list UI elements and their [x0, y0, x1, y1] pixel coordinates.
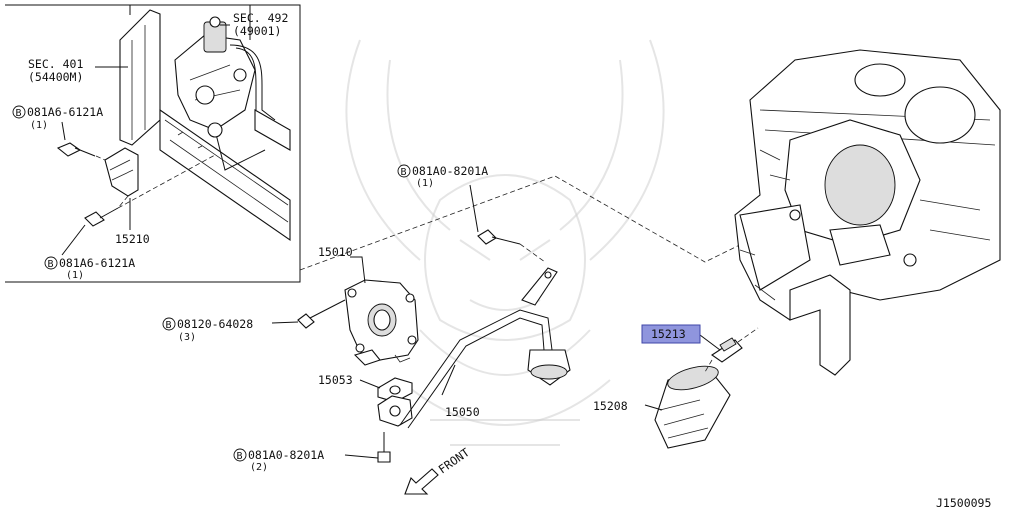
part-15213-highlight[interactable]: 15213	[641, 324, 701, 344]
sec401-label: SEC. 401	[28, 57, 83, 71]
bolt-a-top-label: 081A6-6121A	[27, 105, 103, 119]
bolt-callout-081a0-top[interactable]: B 081A0-8201A (1)	[397, 164, 488, 189]
gasket-drawing	[377, 377, 413, 403]
bolt-08120-drawing	[297, 299, 346, 329]
bolt-c-qty: (3)	[178, 332, 196, 343]
part-15010-label[interactable]: 15010	[318, 245, 353, 259]
bolt-callout-bottom-inset[interactable]: B 081A6-6121A (1)	[44, 256, 135, 281]
highlight-box	[641, 324, 701, 344]
watermark-crest	[345, 39, 665, 446]
bolt-callout-top-inset[interactable]: B 081A6-6121A (1)	[12, 105, 103, 131]
bolt-a-top-qty: (1)	[30, 120, 48, 131]
leader-lines	[344, 184, 721, 459]
leader-08120	[271, 321, 299, 324]
part-15050-label[interactable]: 15050	[445, 405, 480, 419]
part-15053-label[interactable]: 15053	[318, 373, 353, 387]
oil-filter-drawing	[654, 365, 731, 449]
bolt-marker-icon: B	[48, 259, 54, 270]
bolt-081a0-top-drawing	[477, 229, 546, 263]
sec401-sub-label: (54400M)	[28, 70, 83, 84]
part-15210-label[interactable]: 15210	[115, 232, 150, 246]
part-15213-label: 15213	[651, 327, 686, 341]
bolt-callout-08120[interactable]: B 08120-64028 (3)	[162, 317, 253, 343]
filter-connector-drawing	[704, 327, 759, 373]
bolt-b-bottom-label: 081A0-8201A	[248, 448, 324, 462]
bolt-b-top-qty: (1)	[416, 178, 434, 189]
bolt-b-bottom-qty: (2)	[250, 462, 268, 473]
dashed-guide-line	[299, 175, 761, 271]
bolt-b-top-label: 081A0-8201A	[412, 164, 488, 178]
bolt-081a0-bottom-drawing	[377, 432, 391, 463]
sec492-sub-label: (49001)	[233, 24, 281, 38]
front-label: FRONT	[436, 445, 472, 476]
inset-assembly-drawing	[56, 5, 291, 256]
sec492-label: SEC. 492	[233, 11, 288, 25]
bolt-callout-081a0-bottom[interactable]: B 081A0-8201A (2)	[233, 448, 324, 473]
front-arrow-icon	[404, 468, 439, 495]
oil-strainer-drawing	[377, 267, 571, 429]
bolt-marker-icon: B	[166, 320, 172, 331]
bolt-a-bottom-qty: (1)	[66, 270, 84, 281]
bolt-marker-icon: B	[401, 167, 407, 178]
bolt-c-label: 08120-64028	[177, 317, 253, 331]
bolt-marker-icon: B	[16, 108, 22, 119]
oil-pump-drawing	[344, 279, 419, 366]
inset-frame	[5, 4, 301, 283]
engine-block-drawing	[734, 49, 1001, 376]
part-15208-label[interactable]: 15208	[593, 399, 628, 413]
bolt-marker-icon: B	[237, 451, 243, 462]
bolt-a-bottom-label: 081A6-6121A	[59, 256, 135, 270]
diagram-id-label: J1500095	[936, 496, 991, 510]
